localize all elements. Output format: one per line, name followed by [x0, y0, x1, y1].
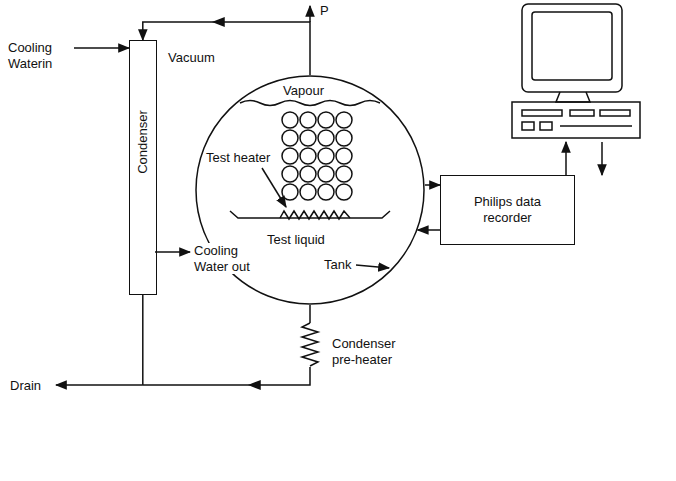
coil-ground [300, 323, 320, 367]
part-label: Test heater [204, 150, 272, 166]
tube [282, 112, 298, 128]
cooling-water-inlet [72, 47, 129, 49]
part-label: Tank [322, 257, 353, 273]
flow-label: Cooling Water out [192, 243, 266, 274]
data-link [565, 142, 567, 175]
liquid-surface [240, 101, 380, 106]
drain-pipe [56, 384, 142, 386]
tube-bundle [282, 112, 352, 200]
flow-label: Cooling Waterin [6, 40, 74, 71]
tube [318, 130, 334, 146]
tube [282, 148, 298, 164]
part-label: Condenser pre-heater [330, 336, 416, 367]
tube [282, 166, 298, 182]
node-text: Philips data recorder [462, 194, 554, 225]
computer-illustration [512, 4, 640, 138]
tube [336, 184, 352, 200]
leader-line [262, 168, 286, 207]
pipe-connector [143, 295, 310, 385]
tube [336, 130, 352, 146]
node-text: Vapour [283, 83, 324, 99]
flow-label: Drain [8, 378, 43, 394]
data-recorder-box: Philips data recorder [440, 175, 575, 245]
tube [336, 148, 352, 164]
flow-arrow [250, 381, 260, 389]
tube [318, 166, 334, 182]
leader-line [356, 265, 389, 268]
tube [300, 112, 316, 128]
tube [318, 184, 334, 200]
tube [300, 130, 316, 146]
pressure-tap [309, 6, 311, 22]
heater-plate [230, 211, 390, 218]
test-heater [280, 211, 350, 219]
condenser-column: Condenser [129, 40, 157, 295]
tube [300, 166, 316, 182]
flow-arrow [214, 18, 224, 26]
node-text: Condenser [135, 110, 151, 174]
node-text: Test liquid [267, 232, 325, 248]
port-label: P [318, 3, 331, 19]
tube [282, 184, 298, 200]
flow-label: Vacuum [166, 50, 217, 66]
tube [300, 184, 316, 200]
tube [318, 148, 334, 164]
tube [336, 112, 352, 128]
tube [282, 130, 298, 146]
data-link [601, 142, 603, 175]
pipe-connector [418, 229, 440, 231]
tube [300, 148, 316, 164]
tube [336, 166, 352, 182]
cooling-water-outlet [155, 251, 190, 253]
preheater-coil [302, 323, 318, 366]
pipe-connector [143, 22, 310, 75]
pipe-connector [425, 184, 440, 186]
tube [318, 112, 334, 128]
